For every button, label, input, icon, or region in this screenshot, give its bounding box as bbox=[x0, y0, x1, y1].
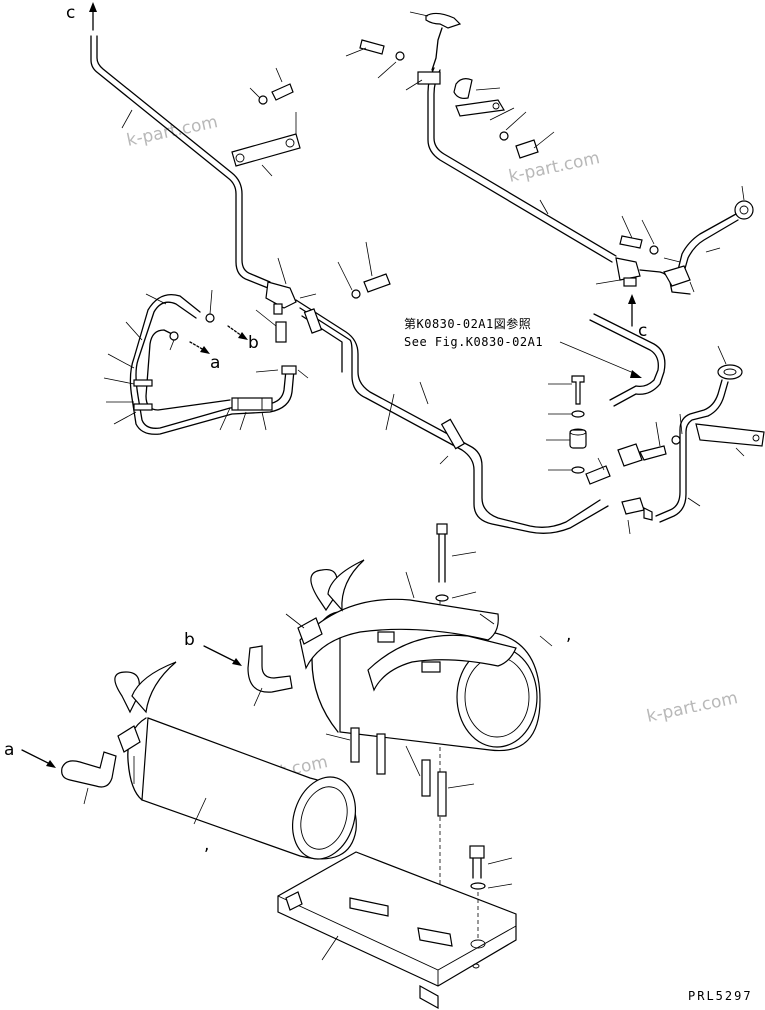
gauge-right bbox=[677, 185, 754, 273]
label-a-lower: a bbox=[4, 740, 14, 760]
left-hose-assembly bbox=[103, 289, 309, 435]
label-c-top: c bbox=[66, 3, 75, 23]
watermark-1: k-part.com bbox=[125, 112, 220, 151]
top-right-pipe bbox=[405, 67, 617, 263]
right-connector-bolts bbox=[585, 413, 701, 535]
right-bracket bbox=[655, 345, 765, 523]
label-b-lower: b bbox=[184, 630, 195, 650]
top-right-valve-handle bbox=[409, 11, 462, 71]
watermark-3: k-part.com bbox=[645, 688, 740, 727]
reference-line-jp: 第K0830-02A1図参照 bbox=[404, 316, 531, 331]
arrow-a-lower: a bbox=[4, 740, 117, 805]
comma-mark-2: , bbox=[204, 835, 209, 855]
extinguisher-upper bbox=[285, 559, 553, 752]
arrow-c-top: c bbox=[66, 2, 97, 31]
mount-stack bbox=[546, 375, 587, 474]
arrow-b-upper: b bbox=[227, 325, 259, 353]
reference-line-en: See Fig.K0830-02A1 bbox=[404, 335, 543, 349]
right-tee-fitting bbox=[595, 215, 695, 295]
right-hose-segment bbox=[589, 313, 666, 407]
arrow-c-right: c bbox=[628, 294, 647, 341]
reference-note: 第K0830-02A1図参照 See Fig.K0830-02A1 bbox=[404, 316, 642, 378]
spacer-block bbox=[453, 78, 555, 159]
label-c-right: c bbox=[638, 321, 647, 341]
upper-left-pipe bbox=[90, 35, 271, 289]
main-double-pipe bbox=[295, 299, 609, 534]
extinguisher-lower bbox=[114, 661, 357, 860]
label-a-upper: a bbox=[210, 353, 220, 373]
top-bolt-washer bbox=[345, 39, 405, 79]
spacer-pins bbox=[325, 727, 475, 817]
base-bolt-washer bbox=[469, 845, 513, 940]
bolt-washer-center bbox=[337, 241, 391, 299]
arrow-a-upper: a bbox=[189, 341, 220, 373]
base-plate bbox=[277, 851, 517, 1010]
label-b-upper: b bbox=[248, 333, 259, 353]
arrow-b-lower: b bbox=[184, 630, 293, 707]
comma-mark-1: , bbox=[566, 625, 571, 645]
tee-fitting bbox=[265, 257, 317, 315]
pipe-bracket-upper bbox=[231, 67, 301, 177]
drawing-code: PRL5297 bbox=[688, 989, 753, 1003]
